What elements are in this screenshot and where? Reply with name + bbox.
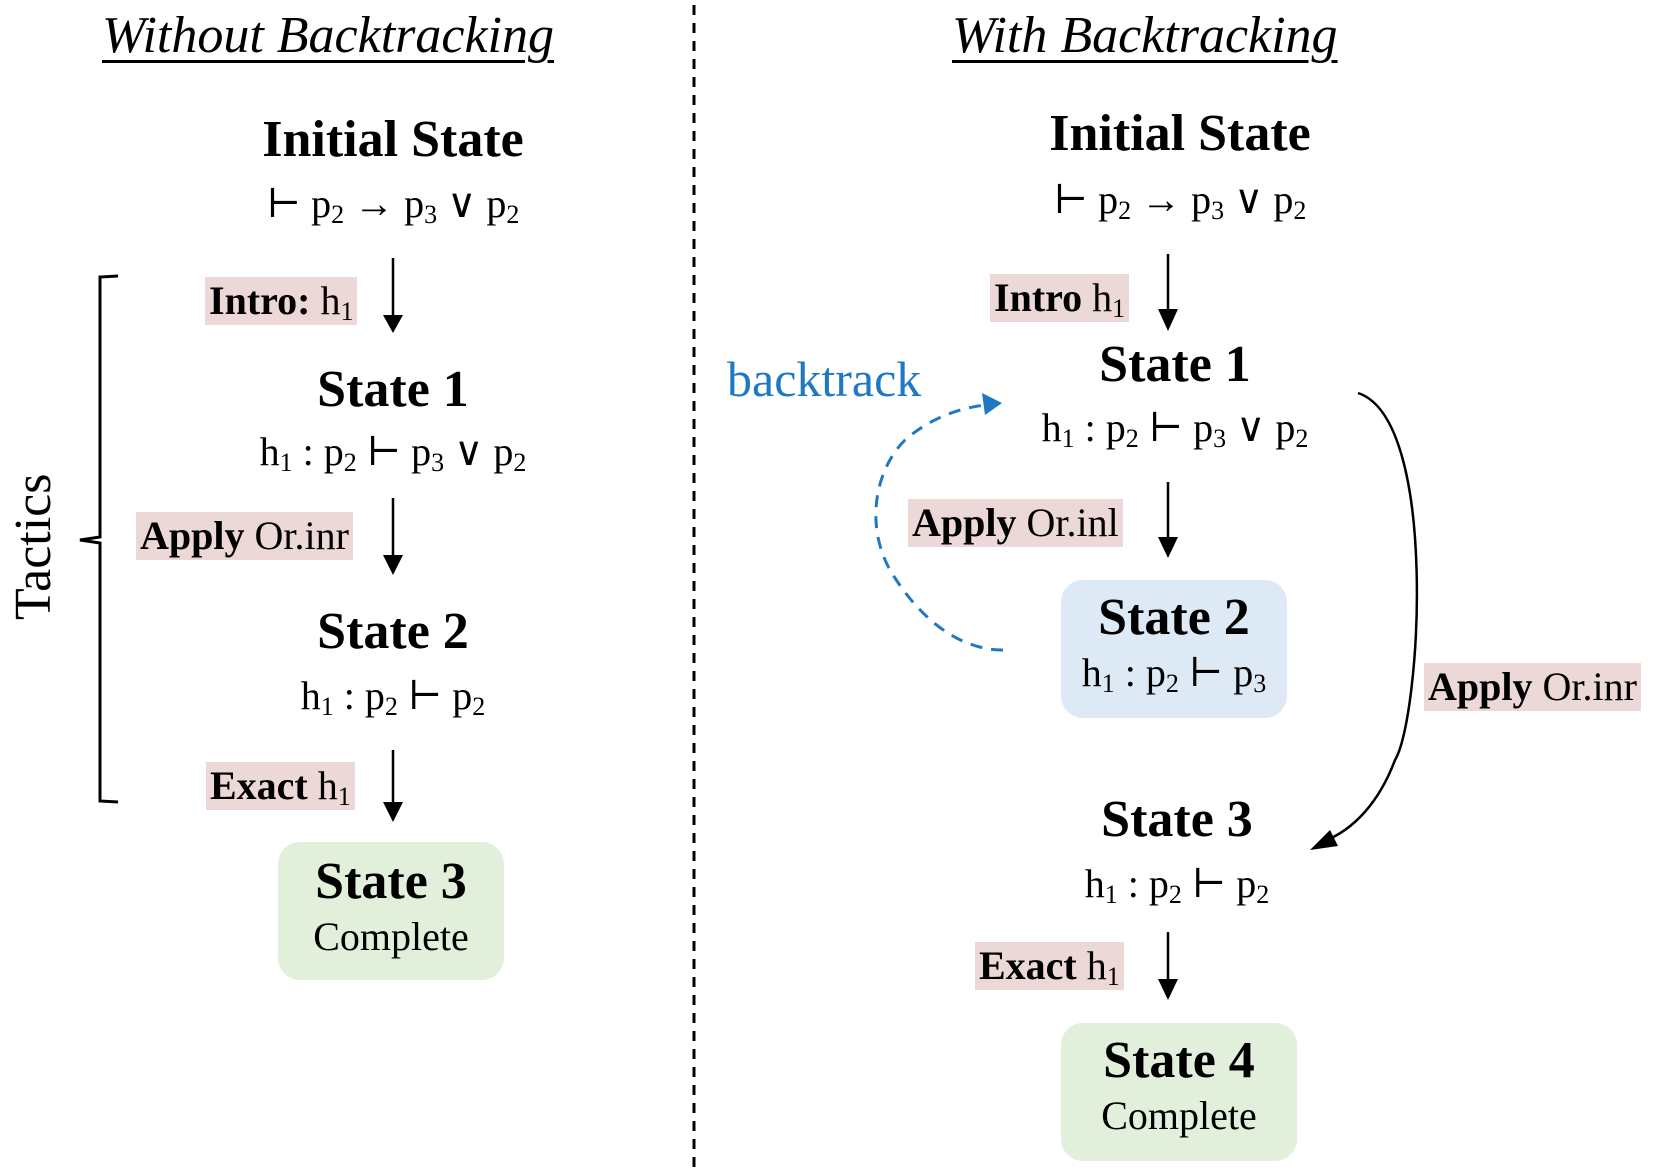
- alt-branch-arrowhead: [1310, 830, 1338, 850]
- left-tactic-intro: Intro: h1: [205, 277, 358, 325]
- left-tactic-exact: Exact h1: [206, 762, 355, 810]
- tactics-bracket: [79, 274, 119, 804]
- left-arrow-2: [383, 498, 403, 575]
- left-state-3-complete-box: State 3 Complete: [278, 842, 504, 980]
- left-state-1-formula: h1 : p2 ⊢ p3 ∨ p2: [259, 429, 527, 477]
- left-state-2-title: State 2: [317, 603, 469, 660]
- right-arrow-3: [1158, 932, 1178, 1000]
- left-state-1-title: State 1: [317, 361, 469, 418]
- right-tactic-intro: Intro h1: [990, 274, 1130, 322]
- right-state-2-title: State 2: [1098, 589, 1250, 646]
- left-initial-state-title: Initial State: [262, 111, 524, 168]
- left-state-2-formula: h1 : p2 ⊢ p2: [300, 673, 486, 721]
- right-tactic-apply-or-inl: Apply Or.inl: [908, 499, 1123, 547]
- backtrack-label: backtrack: [727, 351, 922, 407]
- right-state-4-title: State 4: [1103, 1032, 1255, 1089]
- right-initial-state-formula: ⊢ p2 → p3 ∨ p2: [1053, 177, 1307, 225]
- right-state-3-formula: h1 : p2 ⊢ p2: [1084, 861, 1270, 909]
- left-arrow-1: [383, 258, 403, 333]
- left-arrow-3: [383, 750, 403, 822]
- backtrack-arrowhead: [982, 393, 1002, 415]
- right-state-4-complete-box: State 4 Complete: [1061, 1023, 1297, 1161]
- left-tactic-apply-or-inr: Apply Or.inr: [136, 512, 353, 560]
- right-state-1-title: State 1: [1099, 336, 1251, 393]
- left-initial-state-formula: ⊢ p2 → p3 ∨ p2: [266, 181, 520, 229]
- right-state-2-box: State 2 h1 : p2 ⊢ p3: [1061, 580, 1287, 718]
- backtrack-arrow: [874, 403, 1004, 652]
- right-initial-state-title: Initial State: [1049, 105, 1311, 162]
- right-state-1-formula: h1 : p2 ⊢ p3 ∨ p2: [1041, 405, 1309, 453]
- right-arrow-1: [1158, 254, 1178, 331]
- right-tactic-exact: Exact h1: [975, 942, 1124, 990]
- tactics-label: Tactics: [5, 473, 62, 620]
- right-arrow-2: [1158, 482, 1178, 558]
- left-state-3-title: State 3: [315, 853, 467, 910]
- right-state-2-formula: h1 : p2 ⊢ p3: [1081, 650, 1267, 698]
- left-panel-title: Without Backtracking: [102, 7, 555, 64]
- left-state-3-status: Complete: [313, 914, 469, 959]
- right-panel-title: With Backtracking: [952, 7, 1338, 64]
- alt-branch-arrow: [1321, 391, 1419, 844]
- right-state-4-status: Complete: [1101, 1093, 1257, 1138]
- right-state-3-title: State 3: [1101, 791, 1253, 848]
- right-tactic-apply-or-inr: Apply Or.inr: [1424, 663, 1641, 711]
